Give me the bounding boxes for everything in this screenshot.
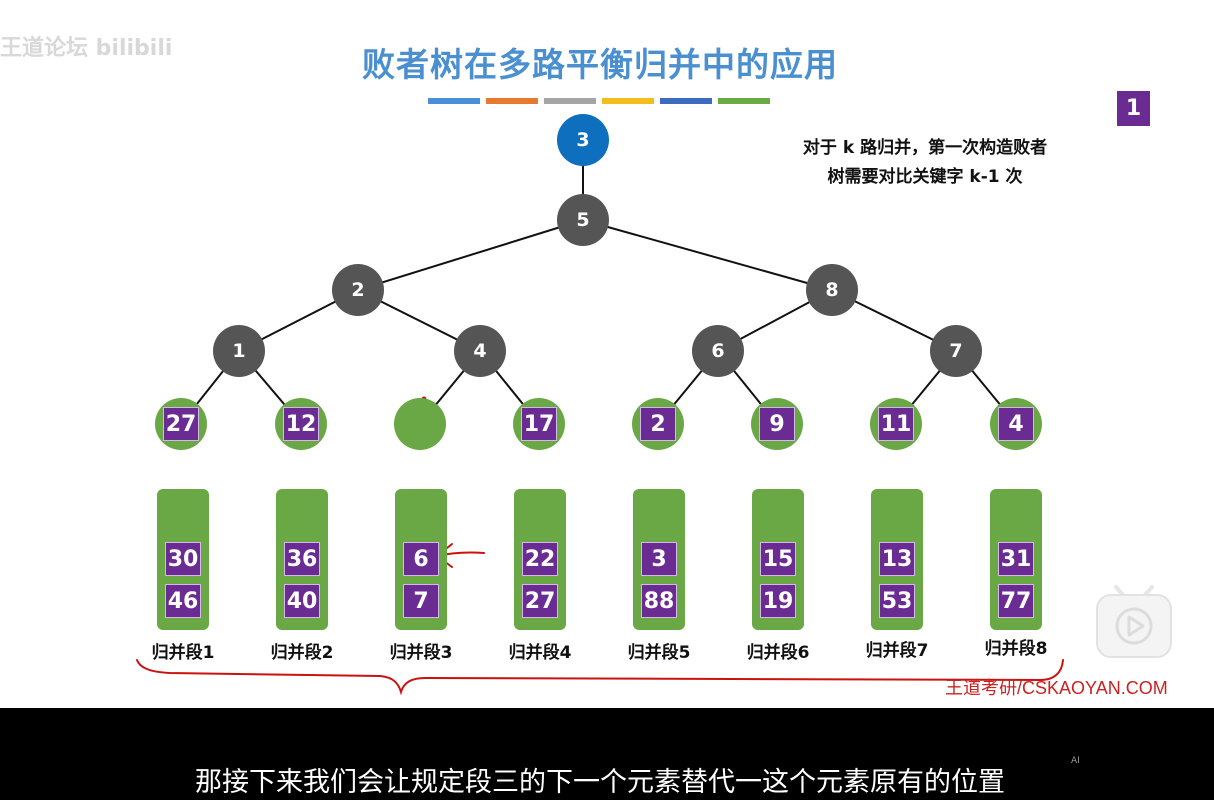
tree-node-l3-1: 1: [213, 325, 265, 377]
subtitle-bar: [0, 708, 1214, 800]
color-bar-orange: [486, 98, 538, 104]
brand-watermark: 王道考研/CSKAOYAN.COM: [945, 678, 1168, 698]
segment-3-key-1: 6: [403, 542, 439, 576]
tree-node-l2-right: 8: [806, 264, 858, 316]
segment-1-key-2: 46: [165, 584, 201, 618]
leaf-key-4: 17: [521, 407, 557, 441]
color-bar-green: [718, 98, 770, 104]
segment-label-3: 归并段3: [389, 643, 453, 663]
segment-label-2: 归并段2: [270, 643, 334, 663]
tree-node-l3-2: 4: [454, 325, 506, 377]
merge-segment-2: 36 40: [276, 489, 328, 630]
segment-label-7: 归并段7: [865, 641, 929, 661]
segment-7-key-1: 13: [879, 542, 915, 576]
leaf-key-1: 27: [163, 407, 199, 441]
edge-l1-8: [582, 219, 833, 291]
leaf-node-6: 9: [751, 398, 803, 450]
segment-8-key-1: 31: [998, 542, 1034, 576]
note-line-1: 对于 k 路归并，第一次构造败者: [802, 138, 1048, 158]
segment-label-5: 归并段5: [627, 643, 691, 663]
slide-number-badge: 1: [1117, 91, 1150, 126]
segment-6-key-2: 19: [760, 584, 796, 618]
color-bar-darkblue: [660, 98, 712, 104]
leaf-node-2: 12: [275, 398, 327, 450]
segment-label-1: 归并段1: [151, 643, 215, 663]
merge-segment-7: 13 53: [871, 489, 923, 630]
segment-4-key-1: 22: [522, 542, 558, 576]
tree-node-l3-3: 6: [692, 325, 744, 377]
red-brace-annotation: [136, 659, 1064, 696]
segment-6-key-1: 15: [760, 542, 796, 576]
merge-segment-1: 30 46: [157, 489, 209, 630]
segment-4-key-2: 27: [522, 584, 558, 618]
ai-subtitle-tag: AI: [1071, 756, 1080, 766]
note-text: 对于 k 路归并，第一次构造败者 树需要对比关键字 k-1 次: [760, 134, 1090, 192]
segment-5-key-2: 88: [641, 584, 677, 618]
bilibili-watermark: 王道论坛 bilibili: [0, 36, 173, 61]
leaf-node-5: 2: [632, 398, 684, 450]
merge-segment-3: 6 7: [395, 489, 447, 630]
color-bar-gray: [544, 98, 596, 104]
leaf-node-7: 11: [870, 398, 922, 450]
tree-node-l2-left: 2: [332, 264, 384, 316]
leaf-key-7: 11: [878, 407, 914, 441]
leaf-node-1: 27: [155, 398, 207, 450]
segment-2-key-1: 36: [284, 542, 320, 576]
segment-5-key-1: 3: [641, 542, 677, 576]
leaf-key-8: 4: [998, 407, 1034, 441]
segment-8-key-2: 77: [998, 584, 1034, 618]
leaf-key-2: 12: [283, 407, 319, 441]
note-line-2: 树需要对比关键字 k-1 次: [827, 167, 1023, 187]
merge-segment-6: 15 19: [752, 489, 804, 630]
leaf-key-6: 9: [759, 407, 795, 441]
merge-segment-5: 3 88: [633, 489, 685, 630]
segment-3-key-2: 7: [403, 584, 439, 618]
segment-2-key-2: 40: [284, 584, 320, 618]
tree-node-l3-4: 7: [930, 325, 982, 377]
leaf-node-8: 4: [990, 398, 1042, 450]
merge-segment-4: 22 27: [514, 489, 566, 630]
leaf-node-4: 17: [513, 398, 565, 450]
slide-title: 败者树在多路平衡归并中的应用: [362, 45, 838, 84]
tree-node-l1: 5: [557, 194, 609, 246]
segment-label-6: 归并段6: [746, 643, 810, 663]
play-button-icon[interactable]: [1094, 583, 1174, 659]
segment-label-8: 归并段8: [984, 639, 1048, 659]
leaf-key-5: 2: [640, 407, 676, 441]
tree-root-node: 3: [557, 114, 609, 166]
video-subtitle: 那接下来我们会让规定段三的下一个元素替代一这个元素原有的位置: [195, 767, 1005, 798]
merge-segment-8: 31 77: [990, 489, 1042, 630]
edge-l1-2: [357, 219, 584, 291]
color-bar-yellow: [602, 98, 654, 104]
leaf-node-3-empty: [394, 398, 446, 450]
color-bar-blue: [428, 98, 480, 104]
segment-7-key-2: 53: [879, 584, 915, 618]
segment-label-4: 归并段4: [508, 643, 572, 663]
segment-1-key-1: 30: [165, 542, 201, 576]
